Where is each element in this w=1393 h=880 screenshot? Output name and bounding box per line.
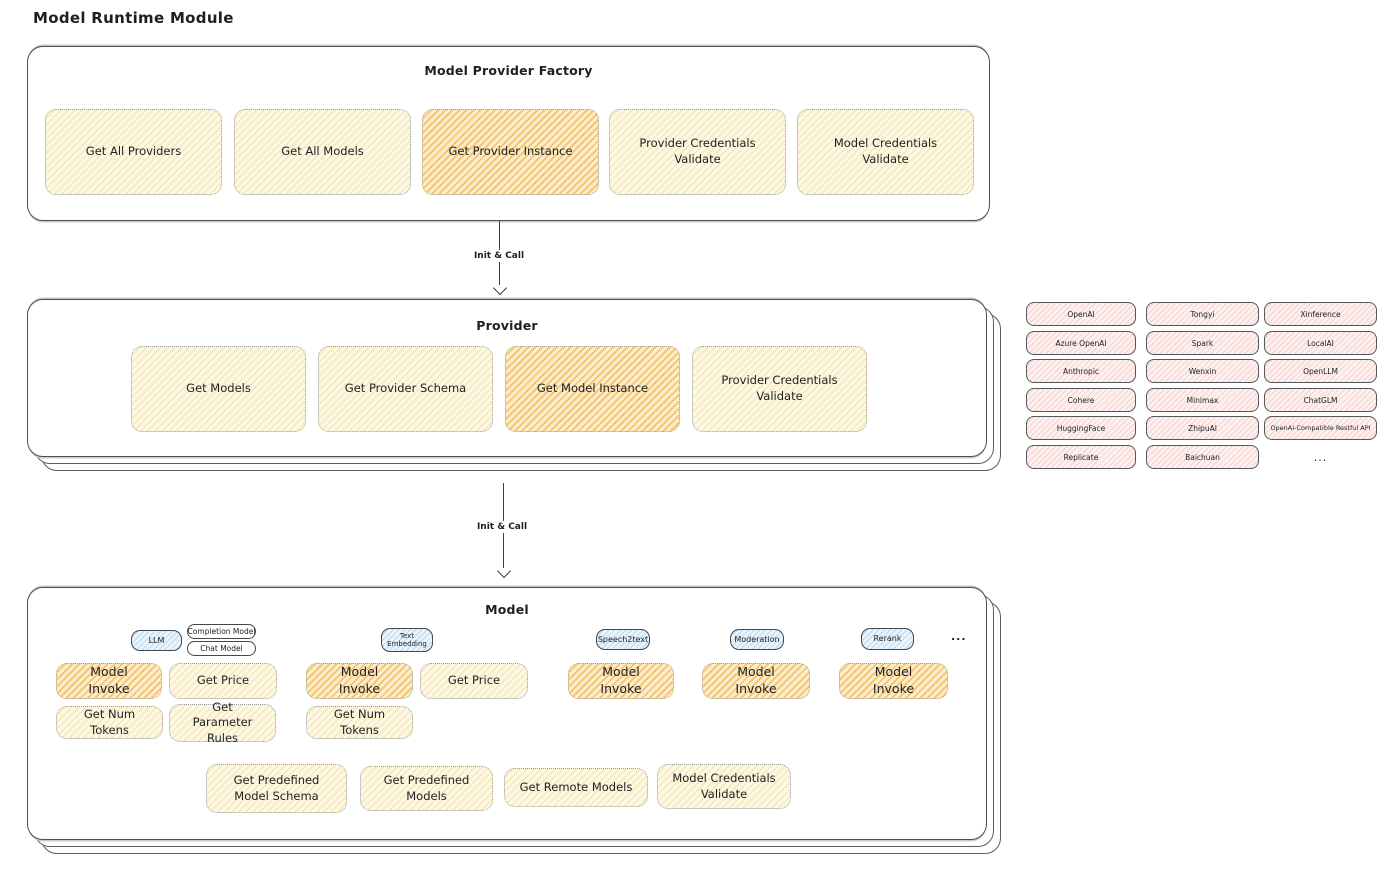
rerank-model-invoke-button: Model Invoke — [839, 663, 948, 699]
model-subtag-completion-model: Completion Model — [187, 624, 256, 639]
provider-title: Provider — [476, 318, 538, 333]
provider-pill-tongyi: Tongyi — [1146, 302, 1259, 326]
factory-model-credentials-validate-button: Model Credentials Validate — [797, 109, 974, 195]
provider-credentials-validate-button: Provider Credentials Validate — [692, 346, 867, 432]
arrow-provider-to-model-head — [496, 563, 512, 579]
provider-pill-wenxin: Wenxin — [1146, 359, 1259, 383]
llm-get-parameter-rules-button: Get Parameter Rules — [169, 700, 276, 745]
arrow-provider-to-model-label: Init & Call — [471, 521, 533, 533]
model-title: Model — [485, 602, 529, 617]
provider-pill-minimax: Minimax — [1146, 388, 1259, 412]
provider-pill-spark: Spark — [1146, 331, 1259, 355]
speech2text-model-invoke-button: Model Invoke — [568, 663, 674, 699]
provider-pill-replicate: Replicate — [1026, 445, 1136, 469]
provider-get-model-instance-button: Get Model Instance — [505, 346, 680, 432]
factory-get-provider-instance-button: Get Provider Instance — [422, 109, 599, 195]
factory-get-all-models-button: Get All Models — [234, 109, 411, 195]
provider-pill-baichuan: Baichuan — [1146, 445, 1259, 469]
provider-pill-cohere: Cohere — [1026, 388, 1136, 412]
provider-pill-anthropic: Anthropic — [1026, 359, 1136, 383]
text-embedding-get-num-tokens-button: Get Num Tokens — [306, 706, 413, 739]
model-get-predefined-model-schema-button: Get Predefined Model Schema — [206, 764, 347, 813]
providers-more-ellipsis: ... — [1313, 450, 1328, 464]
provider-pill-localai: LocalAI — [1264, 331, 1377, 355]
model-subtag-chat-model: Chat Model — [187, 641, 256, 656]
text-embedding-get-price-button: Get Price — [420, 663, 528, 699]
model-type-tag-moderation: Moderation — [730, 629, 784, 650]
provider-box: Provider Get Models Get Provider Schema … — [27, 299, 987, 457]
model-type-tag-rerank: Rerank — [861, 628, 914, 650]
provider-pill-openai-compatible-restful-api: OpenAI-Compatible Restful API — [1264, 416, 1377, 440]
model-type-tag-llm: LLM — [131, 630, 182, 651]
provider-pill-openai: OpenAI — [1026, 302, 1136, 326]
provider-pill-chatglm: ChatGLM — [1264, 388, 1377, 412]
model-box: Model LLM Completion Model Chat Model Te… — [27, 587, 987, 840]
provider-get-provider-schema-button: Get Provider Schema — [318, 346, 493, 432]
factory-get-all-providers-button: Get All Providers — [45, 109, 222, 195]
arrow-factory-to-provider-label: Init & Call — [468, 250, 530, 262]
factory-provider-credentials-validate-button: Provider Credentials Validate — [609, 109, 786, 195]
provider-pill-azure-openai: Azure OpenAI — [1026, 331, 1136, 355]
llm-get-price-button: Get Price — [169, 663, 277, 699]
llm-get-num-tokens-button: Get Num Tokens — [56, 706, 163, 739]
provider-pill-xinference: Xinference — [1264, 302, 1377, 326]
model-types-more-ellipsis: ... — [951, 630, 967, 643]
model-provider-factory-box: Model Provider Factory Get All Providers… — [27, 46, 990, 221]
model-get-predefined-models-button: Get Predefined Models — [360, 766, 493, 811]
model-type-tag-text-embedding: Text Embedding — [381, 628, 433, 652]
arrow-factory-to-provider-head — [492, 280, 508, 296]
provider-pill-openllm: OpenLLM — [1264, 359, 1377, 383]
page-title: Model Runtime Module — [33, 9, 234, 27]
model-get-remote-models-button: Get Remote Models — [504, 768, 648, 807]
model-credentials-validate-button: Model Credentials Validate — [657, 764, 791, 809]
llm-model-invoke-button: Model Invoke — [56, 663, 162, 699]
provider-pill-zhipuai: ZhipuAI — [1146, 416, 1259, 440]
model-type-tag-speech2text: Speech2text — [596, 629, 650, 650]
text-embedding-model-invoke-button: Model Invoke — [306, 663, 413, 699]
provider-get-models-button: Get Models — [131, 346, 306, 432]
provider-pill-huggingface: HuggingFace — [1026, 416, 1136, 440]
model-provider-factory-title: Model Provider Factory — [424, 63, 593, 78]
moderation-model-invoke-button: Model Invoke — [702, 663, 810, 699]
